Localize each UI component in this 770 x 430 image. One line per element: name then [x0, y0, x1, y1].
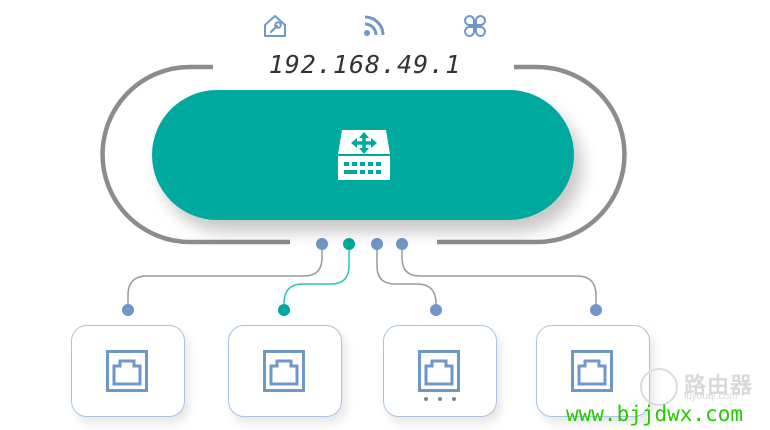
watermark-url: www.bjjdwx.com — [566, 402, 744, 426]
lan-port-2[interactable] — [228, 325, 342, 417]
lan-port-4[interactable] — [536, 325, 650, 417]
ethernet-port-icon — [263, 350, 305, 397]
wire-port-4 — [401, 244, 597, 310]
port-dot-bottom-3 — [430, 304, 442, 316]
watermark-brand: 路由器 — [684, 373, 754, 398]
watermark-logo — [640, 368, 678, 406]
port-dot-bottom-1 — [122, 304, 134, 316]
watermark-sub: luyouqi.com — [684, 391, 738, 402]
ethernet-port-icon — [106, 350, 148, 397]
port-dot-top-2 — [343, 238, 355, 250]
router-frame-right — [437, 64, 627, 245]
port-dot-bottom-4 — [590, 304, 602, 316]
lan-port-1[interactable] — [71, 325, 185, 417]
ip-address: 192.168.49.1 — [268, 50, 462, 79]
lan-port-3[interactable] — [383, 325, 497, 417]
wire-port-3 — [376, 244, 437, 310]
port-dot-top-3 — [371, 238, 383, 250]
router-device[interactable] — [152, 90, 574, 220]
home-wrench-icon[interactable] — [261, 12, 289, 40]
wifi-icon[interactable] — [360, 12, 388, 40]
port-dot-bottom-2 — [278, 304, 290, 316]
ethernet-port-icon — [571, 350, 613, 397]
port-dot-top-1 — [316, 238, 328, 250]
ethernet-port-icon — [418, 350, 460, 397]
port-dot-top-4 — [396, 238, 408, 250]
router-frame-left — [100, 64, 290, 245]
wire-port-2 — [283, 244, 350, 310]
wire-port-1 — [127, 244, 323, 310]
router-switch-icon — [334, 124, 394, 184]
more-indicator-icon — [424, 397, 456, 401]
clover-apps-icon[interactable] — [461, 12, 489, 40]
